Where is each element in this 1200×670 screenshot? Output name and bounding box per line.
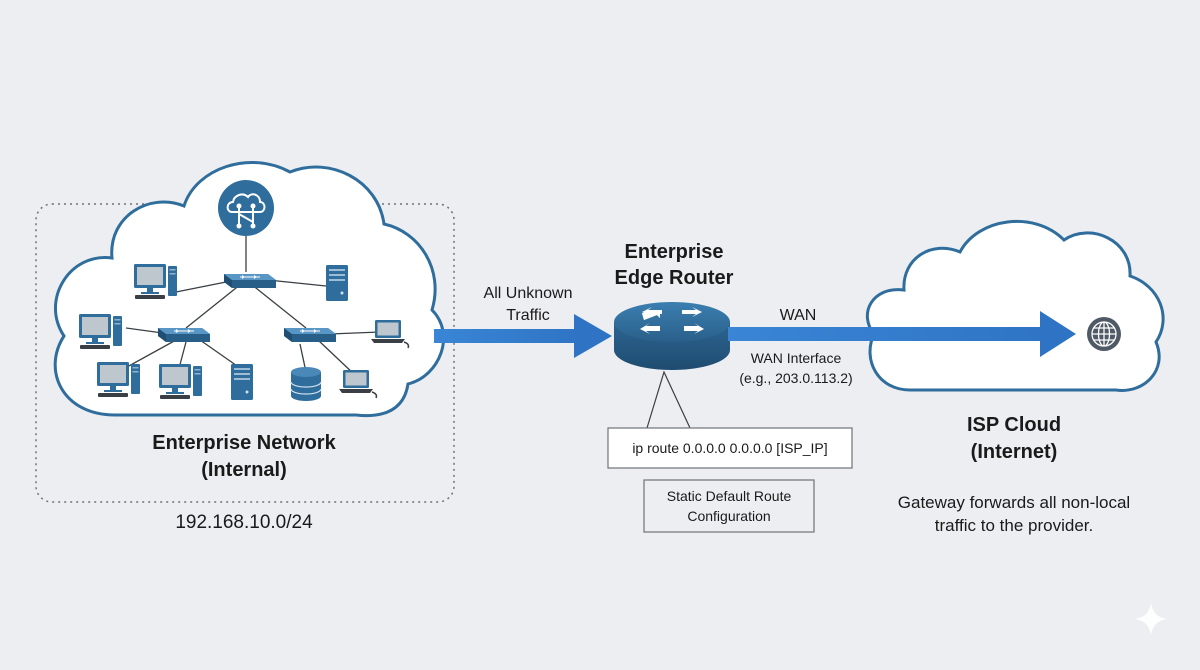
router-title-line1: Enterprise (625, 241, 724, 263)
config-caption-box (643, 479, 815, 533)
isp-note-line1: Gateway forwards all non-local (898, 493, 1130, 512)
database-icon (290, 366, 322, 402)
traffic-label-line1: All Unknown (484, 285, 573, 302)
wan-interface-line2: (e.g., 203.0.113.2) (739, 370, 852, 386)
enterprise-cloud (53, 161, 445, 418)
server-tower-icon (231, 364, 253, 400)
switch-icon (223, 273, 277, 289)
wan-interface-line1: WAN Interface (751, 350, 842, 366)
config-caption-line1: Static Default Route (667, 488, 792, 504)
isp-title-line2: (Internet) (971, 441, 1058, 463)
wan-label: WAN (780, 307, 817, 324)
sparkle-icon (1135, 603, 1167, 635)
cloud-network-icon (218, 180, 274, 236)
wan-arrow (728, 311, 1076, 357)
switch-icon (283, 327, 337, 343)
router-callout (646, 370, 691, 429)
server-tower-icon (326, 265, 348, 301)
enterprise-title-line1: Enterprise Network (152, 432, 336, 454)
globe-icon (1087, 317, 1121, 351)
config-caption-line2: Configuration (687, 508, 770, 524)
isp-cloud (865, 219, 1165, 392)
router-icon (614, 302, 730, 370)
config-command-box (607, 427, 853, 469)
traffic-label-line2: Traffic (506, 307, 550, 324)
enterprise-title-line2: (Internal) (201, 459, 287, 481)
isp-title-line1: ISP Cloud (967, 414, 1061, 436)
isp-note-line2: traffic to the provider. (935, 516, 1093, 535)
config-command: ip route 0.0.0.0 0.0.0.0 [ISP_IP] (632, 440, 827, 456)
enterprise-subnet: 192.168.10.0/24 (175, 512, 313, 533)
traffic-arrow (434, 314, 612, 358)
router-title-line2: Edge Router (615, 267, 734, 289)
switch-icon (157, 327, 211, 343)
